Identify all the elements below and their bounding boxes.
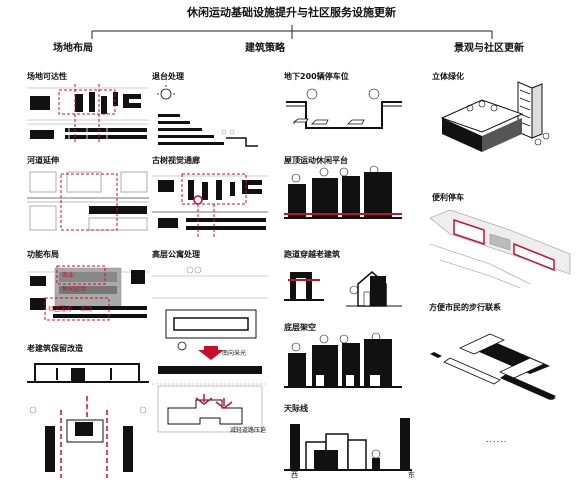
function-label-commerce: 商业 <box>62 272 75 279</box>
runway-diagram <box>284 271 402 307</box>
parking200-diagram <box>286 88 402 129</box>
panel-title-river: 河道延伸 <box>27 156 59 165</box>
label-west: 西 <box>291 471 298 479</box>
panel-title-walk-link: 方便市民的步行联系 <box>429 303 501 312</box>
roof-platform-diagram <box>284 165 402 219</box>
panel-title-stilts: 底层架空 <box>284 323 316 332</box>
panel-title-skyline: 天际线 <box>284 404 308 413</box>
panel-title-vertical-green: 立体绿化 <box>432 72 464 81</box>
function-label-activity: 活动 <box>80 306 93 313</box>
panel-title-parking200: 地下200辆停车位 <box>284 72 349 81</box>
panel-title-function: 功能布局 <box>27 250 59 259</box>
panel-title-tree-corridor: 古树视觉通廊 <box>152 156 200 165</box>
panel-title-site-access: 场地可达性 <box>27 72 67 81</box>
old-building-diagram <box>27 363 149 478</box>
title-connector <box>91 25 493 39</box>
panel-title-runway: 跑道穿越老建筑 <box>284 250 340 259</box>
ellipsis-text: ...... <box>486 435 508 444</box>
panel-title-setback: 退台处理 <box>152 72 184 81</box>
setback-diagram <box>157 85 258 147</box>
label-south-light: 南向采光 <box>222 350 247 357</box>
column-header-building-strategy: 建筑策略 <box>245 43 285 54</box>
river-diagram <box>27 171 149 231</box>
column-header-landscape: 景观与社区更新 <box>454 43 524 54</box>
label-east: 东 <box>408 471 415 479</box>
column-header-site-layout: 场地布局 <box>53 43 93 54</box>
apartment-diagram <box>152 266 268 433</box>
label-road-pressure: 减轻道路压迫 <box>230 427 267 434</box>
panel-title-old-building: 老建筑保留改造 <box>27 344 83 353</box>
function-label-community: 社区服务 <box>48 306 73 313</box>
site-access-diagram <box>27 84 149 144</box>
vertical-green-diagram <box>440 81 550 152</box>
skyline-diagram <box>284 418 412 471</box>
stilts-diagram <box>284 332 402 388</box>
panel-title-apartment: 高层公寓处理 <box>152 250 200 259</box>
convenient-parking-diagram <box>429 209 571 289</box>
walk-link-diagram <box>430 333 556 400</box>
function-label-leisure: 休闲运动 <box>62 286 87 293</box>
page-title: 休闲运动基础设施提升与社区服务设施更新 <box>187 6 396 19</box>
panel-title-roof-platform: 屋顶运动休闲平台 <box>284 156 348 165</box>
panel-title-convenient-parking: 便利停车 <box>432 193 464 202</box>
function-diagram <box>27 265 149 321</box>
tree-corridor-diagram <box>152 173 268 238</box>
